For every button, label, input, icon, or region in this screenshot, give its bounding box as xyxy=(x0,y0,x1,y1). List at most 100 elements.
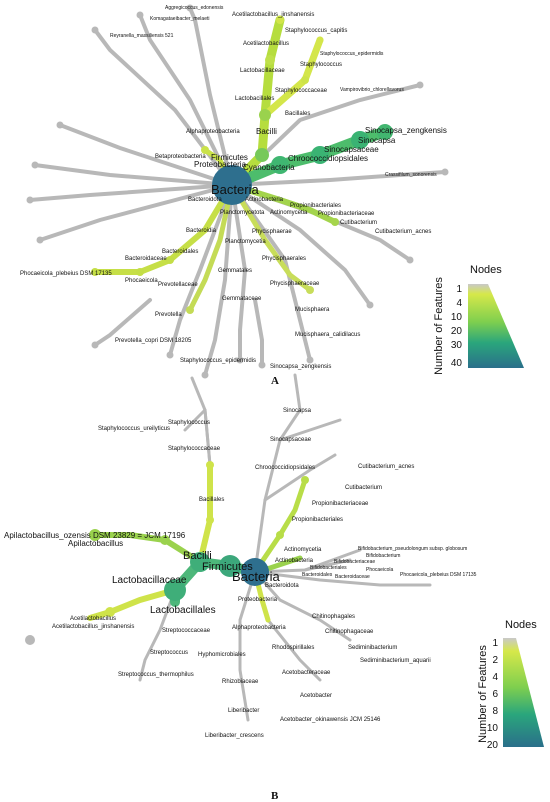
tree-a-label-sinocapsa-z: Sinocapsa_zengkensis xyxy=(365,126,447,135)
tree-a-label-actinobacteria: Actinobacteria xyxy=(245,197,284,203)
tree-b-label-bifidobacteriaceae: Bifidobacteriaceae xyxy=(334,559,375,565)
tree-b-label-bacteroidota: Bacteroidota xyxy=(265,583,299,589)
tree-a-label-planctomycetota: Planctomycetota xyxy=(220,210,265,216)
tree-b-label-firmicutes: Firmicutes xyxy=(202,561,253,573)
tree-a-label-bacteroidaceae: Bacteroidaceae xyxy=(125,256,167,262)
tree-b-label-cutibacterium-a: Cutibacterium_acnes xyxy=(358,464,414,470)
tree-a-label-chroococ: Chroococcidiopsidales xyxy=(288,154,368,163)
legend-b-axis-title: Number of Features xyxy=(477,645,489,743)
tree-b-label-bacteroidales: Bacteroidales xyxy=(302,572,333,578)
tree-a-label-bacilli: Bacilli xyxy=(256,127,277,136)
panel-label-b: B xyxy=(271,790,279,802)
tree-b-label-actinomycetia: Actinomycetia xyxy=(284,547,322,553)
tree-b-label-acetobacter: Acetobacter xyxy=(300,693,332,699)
tree-a-label-komagata: Komagataeibacter_melaeti xyxy=(150,16,209,22)
tree-a-label-propionibacteriales: Propionibacteriales xyxy=(290,203,341,209)
tree-a-label-propionibacteriaceae: Propionibacteriaceae xyxy=(318,211,375,217)
tree-a-label-bacteria: Bacteria xyxy=(211,182,259,197)
tree-b-label-proteobacteria: Proteobacteria xyxy=(238,597,278,603)
svg-text:8: 8 xyxy=(492,706,498,717)
tree-a-label-sinocapsaceae: Sinocapsaceae xyxy=(324,145,379,154)
svg-text:6: 6 xyxy=(492,689,498,700)
tree-a-label-bacteroidales: Bacteroidales xyxy=(162,249,198,255)
tree-a-colored-nodes xyxy=(91,16,393,314)
tree-a-label-sinocapsa: Sinocapsa xyxy=(358,136,396,145)
tree-a-label-aggregi: Aggregicoccus_edonensis xyxy=(165,5,224,11)
tree-a-node-bacteria xyxy=(212,165,252,205)
tree-a-label-phycisphaerae: Phycisphaerae xyxy=(252,229,292,235)
tree-b-label-bacteroidaceae: Bacteroidaceae xyxy=(335,574,370,580)
tree-a-label-vampiro: Vampirovibrio_chlorellavorus xyxy=(340,87,404,93)
tree-b-grey-branches xyxy=(138,373,432,722)
tree-a-label-mucisphaera: Mucisphaera xyxy=(295,307,330,313)
tree-b-label-acetilacto-jin: Acetilactobacillus_jinshanensis xyxy=(52,624,134,630)
tree-a-label-phocaeicola: Phocaeicola xyxy=(125,278,158,284)
legend-a-title: Nodes xyxy=(470,264,502,276)
tree-a-label-gemmataceae: Gemmataceae xyxy=(222,296,262,302)
tree-a-label-planctomycetia: Planctomycetia xyxy=(225,239,266,245)
tree-b-label-alphaproteo: Alphaproteobacteria xyxy=(232,625,286,631)
tree-a-label-cutibacterium-a: Cutibacterium_acnes xyxy=(375,229,431,235)
tree-a-label-staphylococcaceae: Staphylococcaceae xyxy=(275,88,328,94)
tree-b-label-liberibacter-c: Liberibacter_crescens xyxy=(205,733,264,739)
tree-a-label-bacillales: Bacillales xyxy=(285,111,310,117)
tree-a-label-cyanobacteria: Cyanobacteria xyxy=(243,163,295,172)
tree-b-label-propionibacteriaceae: Propionibacteriaceae xyxy=(312,501,369,507)
svg-text:10: 10 xyxy=(451,312,463,323)
tree-a-label-alphaproteo: Alphaproteobacteria xyxy=(186,129,240,135)
tree-b-label-lactobacillales: Lactobacillales xyxy=(150,605,216,616)
tree-a-label-phocaeicola-p: Phocaeicola_plebeius DSM 17135 xyxy=(20,271,112,277)
tree-b-label-bifidobacterium: Bifidobacterium xyxy=(366,553,400,559)
tree-b-label-sinocapsaceae: Sinocapsaceae xyxy=(270,437,312,443)
tree-b-label-chitinophagales: Chitinophagales xyxy=(312,614,355,620)
tree-b-label-acetobacteraceae: Acetobacteraceae xyxy=(282,670,331,676)
tree-b-label-liberibacter: Liberibacter xyxy=(228,708,259,714)
tree-b-label-staphylococcaceae: Staphylococcaceae xyxy=(168,446,221,452)
tree-a-label-proteobacteria: Proteobacteria xyxy=(194,160,247,169)
tree-a-label-gemmatales: Gemmatales xyxy=(218,268,252,274)
tree-b-label-bacteria: Bacteria xyxy=(232,569,280,584)
tree-a-label-acetilacto-jin: Acetilactobacillus_jinshanensis xyxy=(232,12,314,18)
tree-b-label-sediminibacterium: Sediminibacterium xyxy=(348,645,397,651)
tree-a-label-cutibacterium: Cutibacterium xyxy=(340,220,377,226)
tree-b-label-sediminibacterium-a: Sediminibacterium_aquarii xyxy=(360,658,431,664)
tree-a-label-bacteroidia: Bacteroidia xyxy=(186,228,217,234)
svg-text:4: 4 xyxy=(456,298,462,309)
tree-b-isolated-node xyxy=(25,635,35,645)
tree-b-colored-nodes xyxy=(89,461,309,617)
tree-b-label-staphylococcus: Staphylococcus xyxy=(168,420,210,426)
tree-a-grey-nodes xyxy=(26,4,449,379)
tree-a-label-betaproteo: Betaproteobacteria xyxy=(155,154,206,160)
tree-a-grey-branches xyxy=(28,6,447,377)
tree-a-label-staph-epi: Staphylococcus_epidermidis xyxy=(320,51,384,57)
tree-b-label-acetobacter-o: Acetobacter_okinawensis JCM 25146 xyxy=(280,717,381,723)
tree-a-label-acetilactobacillus: Acetilactobacillus xyxy=(243,41,289,47)
legend-b: Nodes 1 2 4 6 8 10 20 Number of Features xyxy=(477,619,544,751)
svg-text:40: 40 xyxy=(451,358,463,369)
tree-a-labels: Bacteria Cyanobacteria Firmicutes Bacill… xyxy=(20,5,447,344)
tree-a-label-lactobacillales: Lactobacillales xyxy=(235,96,274,102)
tree-b-label-acetilactobacillus: Acetilactobacillus xyxy=(70,616,116,622)
tree-b: Staphylococcus_epidermidis Staphylococcu… xyxy=(4,358,477,739)
tree-a-label-staphylococcus: Staphylococcus xyxy=(300,62,342,68)
tree-b-label-lactobacillaceae: Lactobacillaceae xyxy=(112,575,187,586)
tree-a-label-prevotella: Prevotella xyxy=(155,312,182,318)
tree-b-label-bifidobacteriales: Bifidobacteriales xyxy=(310,565,347,571)
tree-b-label-chitinophagaceae: Chitinophagaceae xyxy=(325,629,374,635)
tree-b-label-actinobacteria: Actinobacteria xyxy=(275,558,314,564)
tree-b-label-cutibacterium: Cutibacterium xyxy=(345,485,382,491)
tree-b-label-streptococcaceae: Streptococcaceae xyxy=(162,628,211,634)
svg-text:20: 20 xyxy=(451,326,463,337)
tree-a-label-phycisphaeraceae: Phycisphaeraceae xyxy=(270,281,320,287)
tree-b-label-apila-oz: Apilactobacillus_ozensis DSM 23829 = JCM… xyxy=(4,531,186,540)
svg-text:10: 10 xyxy=(487,723,499,734)
tree-b-label-sinocapsa: Sinocapsa xyxy=(283,408,312,414)
legend-b-title: Nodes xyxy=(505,619,537,631)
legend-a: Nodes 1 4 10 20 30 40 Number of Features xyxy=(433,264,524,375)
tree-a-label-lactobacillaceae: Lactobacillaceae xyxy=(240,68,285,74)
tree-a-label-prevotella-c: Prevotella_copri DSM 18205 xyxy=(115,338,192,344)
tree-a-label-staph-capitis: Staphylococcus_capitis xyxy=(285,28,347,34)
tree-b-label-phocaeicola-p: Phocaeicola_plebeius DSM 17135 xyxy=(400,572,477,578)
legend-a-wedge xyxy=(468,284,524,368)
